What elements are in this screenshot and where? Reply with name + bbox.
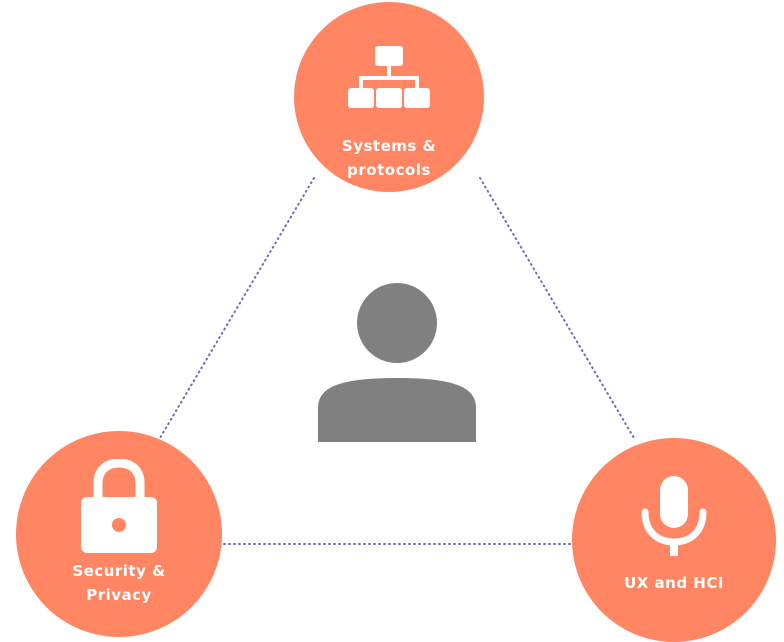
person-head (357, 283, 437, 363)
node-security-privacy: Security & Privacy (16, 431, 222, 637)
hierarchy-icon (348, 46, 430, 108)
dotted-line-top-left (159, 177, 315, 439)
lock-icon (81, 459, 157, 553)
dotted-line-top-right (479, 177, 635, 439)
microphone-icon (641, 476, 707, 556)
node-systems-protocols: Systems & protocols (294, 2, 484, 192)
node-label-ux-hci: UX and HCI (624, 574, 724, 592)
person-icon (318, 283, 476, 442)
node-label-systems-protocols: Systems & protocols (341, 137, 437, 179)
person-body (318, 378, 476, 442)
node-label-security-privacy: Security & Privacy (72, 562, 166, 604)
node-ux-hci: UX and HCI (572, 438, 776, 642)
